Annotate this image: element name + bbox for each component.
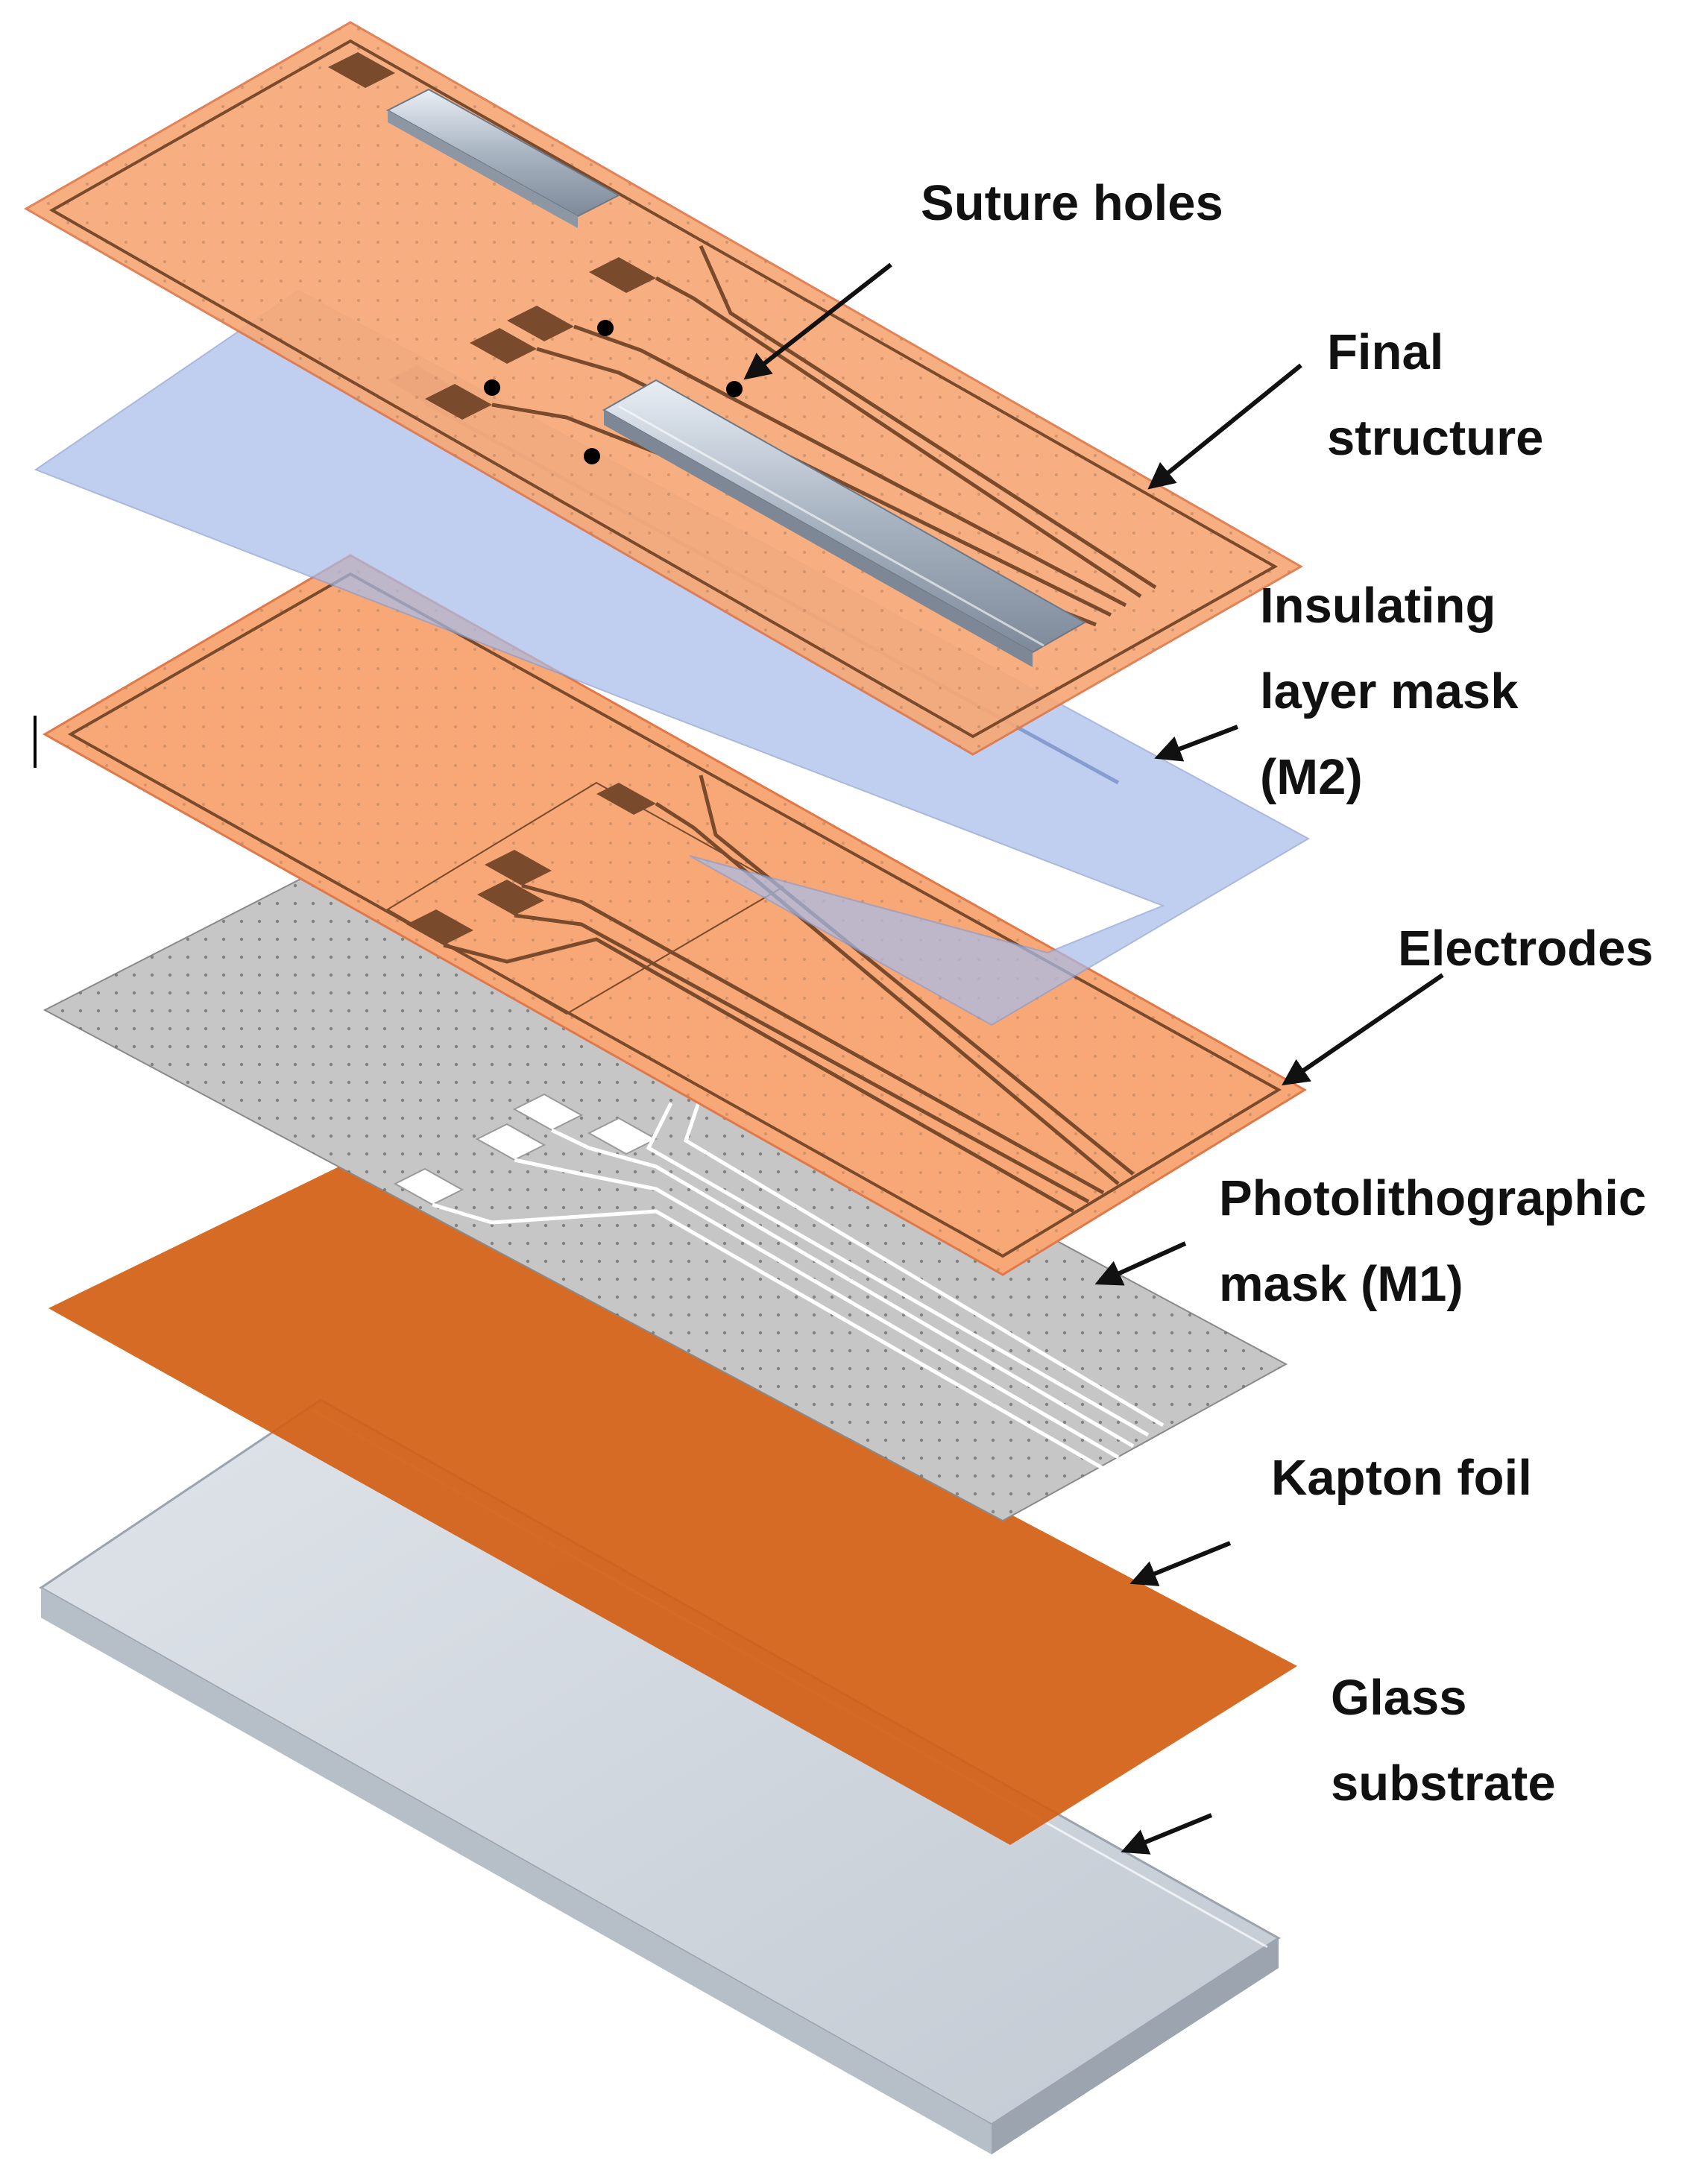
glass-substrate-layer	[39, 1398, 1281, 2154]
electrodes-arrow	[1282, 973, 1444, 1086]
label-insulating-mask: Insulating layer mask (M2)	[1260, 578, 1532, 805]
kapton-arrow	[1129, 1541, 1232, 1586]
suture-hole	[726, 381, 743, 397]
final-structure-arrow	[1147, 363, 1302, 490]
label-suture-holes: Suture holes	[921, 175, 1223, 231]
final-structure-layer	[23, 21, 1304, 756]
label-photolithographic-mask: Photolithographic mask (M1)	[1219, 1170, 1660, 1312]
suture-hole	[484, 379, 500, 396]
label-electrodes: Electrodes	[1398, 921, 1654, 977]
label-kapton-foil: Kapton foil	[1271, 1450, 1532, 1506]
label-final-structure: Final structure	[1327, 324, 1543, 466]
suture-holes-arrow	[743, 262, 892, 380]
encapsulation-cap-large	[602, 379, 1087, 667]
photo-mask-arrow	[1094, 1241, 1187, 1286]
insulating-mask-arrow	[1154, 725, 1239, 762]
callout-arrows	[743, 262, 1444, 1855]
kapton-foil-layer	[48, 1163, 1297, 1845]
encapsulation-cap-small	[385, 88, 621, 228]
labels: Suture holes Final structure Insulating …	[921, 175, 1660, 1811]
photolithographic-mask-layer	[42, 856, 1288, 1522]
electrodes-layer	[42, 554, 1307, 1276]
suture-hole	[597, 320, 614, 336]
label-glass-substrate: Glass substrate	[1331, 1670, 1556, 1811]
glass-arrow	[1121, 1813, 1213, 1855]
suture-hole	[584, 448, 600, 464]
